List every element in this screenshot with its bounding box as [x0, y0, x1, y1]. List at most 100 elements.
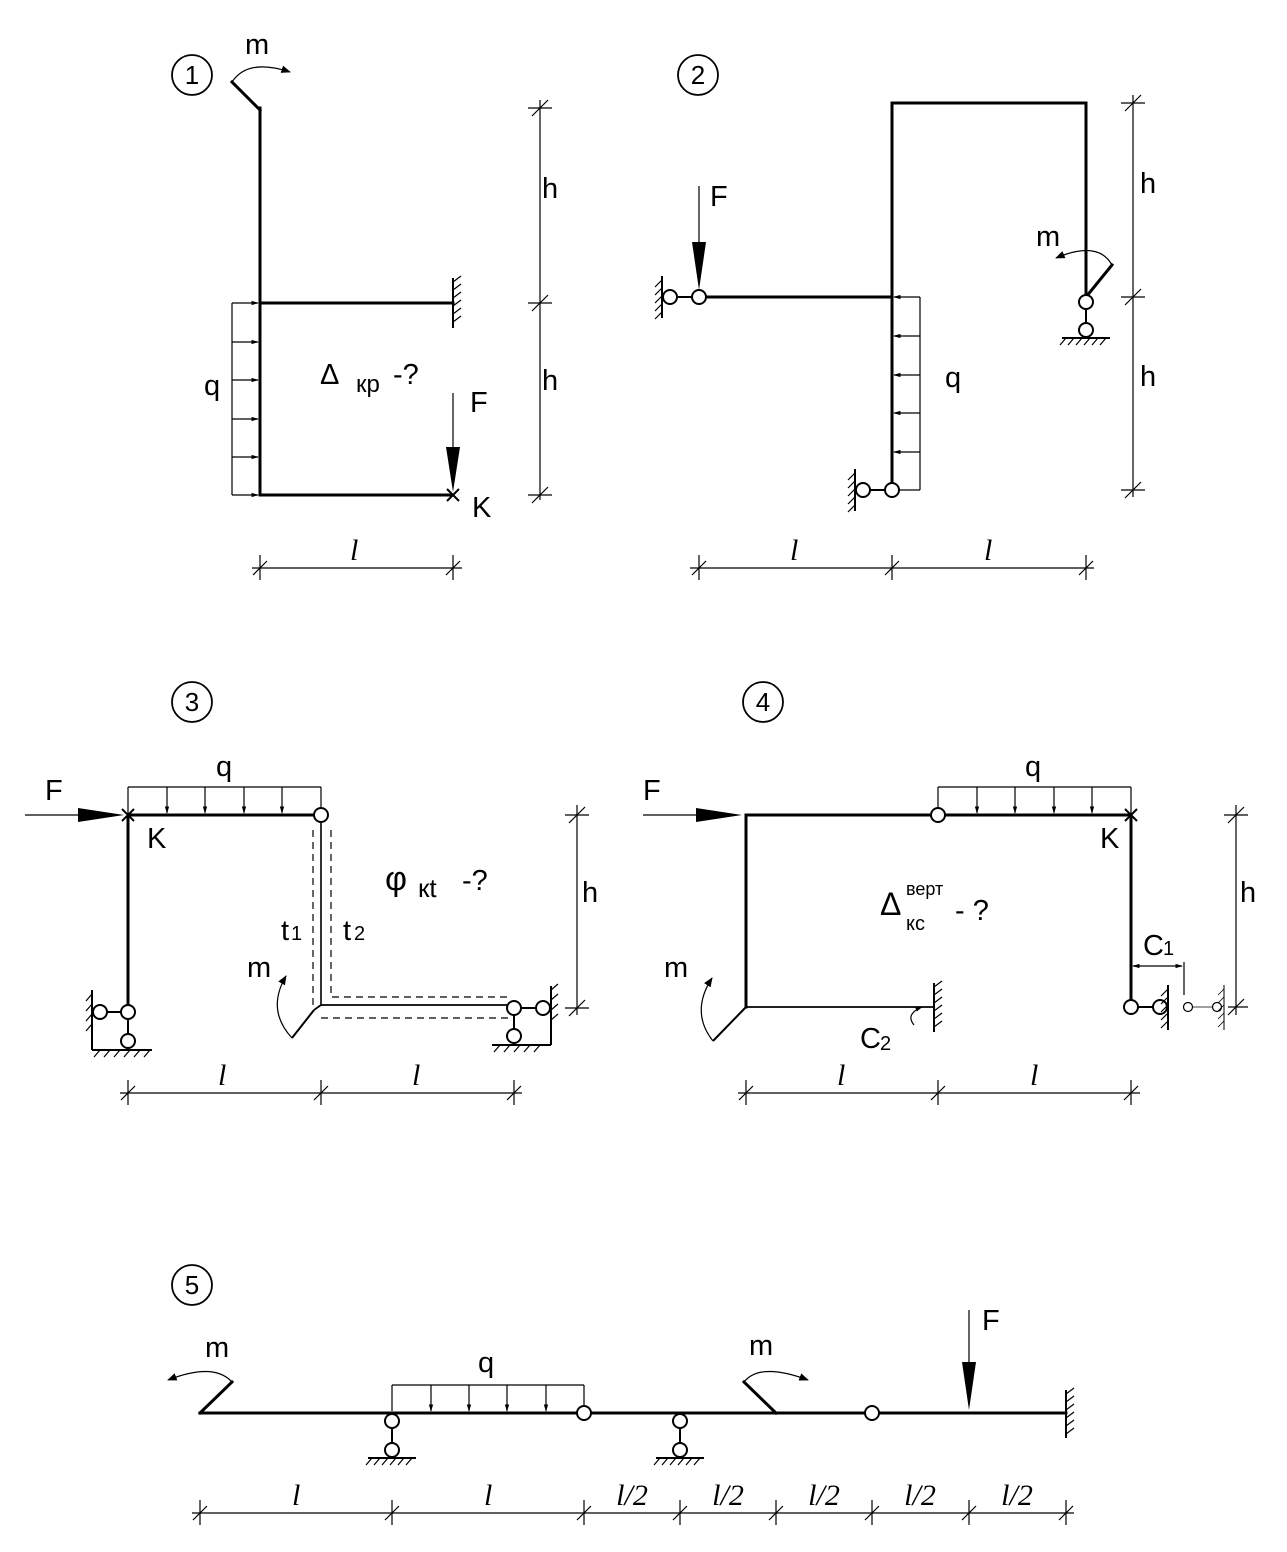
diagram-1-force-arrowhead: [446, 447, 460, 492]
diagram-4-right-support: [1123, 985, 1169, 1030]
diagram-5-span-label-4: l/2: [712, 1479, 744, 1512]
diagram-5-span-label-7: l/2: [1001, 1479, 1033, 1512]
diagram-1-point-k-cross: [446, 488, 460, 502]
diagram-5-force-arrowhead: [962, 1362, 976, 1410]
diagram-4-height-dimension: [1224, 805, 1248, 1016]
diagram-1-number: 1: [185, 60, 199, 90]
diagram-3-distributed-load: [127, 786, 322, 815]
diagram-4-label-C2: C: [860, 1023, 881, 1055]
diagram-4-question-main: Δ: [880, 886, 901, 922]
diagram-3-moment-arrow: [276, 975, 293, 1039]
diagram-4-point-k-cross: [1124, 808, 1138, 822]
diagram-4-label-F: F: [643, 775, 661, 807]
diagram-4: 4 C 2 q F: [643, 681, 1256, 1105]
diagram-5: 5 m q: [167, 1264, 1075, 1525]
diagram-3: 3 q F K φ кt -? t 1: [25, 681, 598, 1105]
diagram-3-label-h: h: [582, 877, 598, 909]
diagram-4-label-m: m: [664, 952, 688, 984]
diagram-4-settlement-arrow-c2: [910, 1006, 923, 1026]
diagram-5-label-m-right: m: [749, 1330, 773, 1362]
diagram-1-label-K: K: [472, 492, 492, 524]
diagram-5-hinge-2: [864, 1405, 880, 1421]
diagram-4-number: 4: [756, 687, 770, 717]
diagram-1-question-main: Δ: [320, 359, 339, 391]
diagram-4-question-sup: верт: [906, 879, 943, 899]
diagram-3-label-t1: t: [281, 915, 289, 947]
diagram-3-label-F: F: [45, 775, 63, 807]
diagram-5-moment-right-arm: [741, 1379, 779, 1416]
diagram-2-label-h-top: h: [1140, 168, 1156, 200]
diagram-3-question-suffix: -?: [462, 865, 488, 897]
diagram-2-label-m: m: [1036, 221, 1060, 253]
diagram-2-label-F: F: [710, 181, 728, 213]
diagram-2-left-wall: [654, 276, 663, 320]
diagram-3-label-q: q: [216, 751, 232, 783]
diagram-2-moment-arrow: [1055, 249, 1113, 266]
diagram-4-question-sub: кс: [906, 913, 925, 935]
diagram-4-moment-arrow: [700, 977, 714, 1042]
diagram-2-right-ground: [1059, 337, 1110, 346]
diagram-5-support-1: [365, 1413, 416, 1466]
diagram-3-question-sub: кt: [418, 873, 437, 903]
diagram-3-label-t1-sub: 1: [291, 923, 302, 945]
diagram-2-left-support-hinge: [662, 289, 678, 305]
diagram-5-support-2: [653, 1413, 704, 1466]
diagram-4-label-C1-sub: 1: [1163, 938, 1174, 960]
diagram-5-span-label-2: l: [484, 1479, 492, 1512]
diagram-4-distributed-load: [937, 786, 1132, 815]
diagram-4-force-arrowhead: [696, 808, 742, 822]
diagram-2-moment-arm: [1083, 262, 1115, 300]
diagram-5-hinge-1: [576, 1405, 592, 1421]
diagram-2-force-arrowhead: [692, 242, 706, 290]
diagram-2-label-h-bottom: h: [1140, 361, 1156, 393]
diagram-5-label-F: F: [982, 1305, 1000, 1337]
diagram-4-label-l-right: l: [1030, 1059, 1038, 1092]
diagram-4-top-hinge: [930, 807, 946, 823]
diagram-4-moment-arm: [712, 1006, 747, 1042]
diagram-1-number-circle: [171, 54, 213, 96]
diagram-5-label-m-left: m: [205, 1332, 229, 1364]
diagram-4-displaced-support: [1182, 985, 1225, 1030]
diagram-5-span-label-3: l/2: [616, 1479, 648, 1512]
diagram-1-label-q: q: [204, 370, 220, 402]
diagram-3-bottom-beam: [313, 1004, 512, 1011]
diagram-2-number-circle: [677, 54, 719, 96]
diagram-4-span-dimension: [738, 1080, 1140, 1105]
diagram-2-frame: [890, 101, 1088, 492]
diagram-1-distributed-load: [231, 300, 259, 498]
diagram-3-top-hinge: [313, 807, 329, 823]
diagram-1-label-l: l: [350, 534, 358, 567]
diagram-5-span-label-5: l/2: [808, 1479, 840, 1512]
diagram-4-fixed-support: [933, 980, 943, 1032]
diagram-2-number: 2: [691, 60, 705, 90]
diagram-4-frame: [744, 813, 1133, 1009]
diagram-5-span-label-1: l: [292, 1479, 300, 1512]
diagram-3-number-circle: [171, 681, 213, 723]
diagram-5-label-q: q: [478, 1347, 494, 1379]
diagram-5-moment-right-arrow: [743, 1370, 809, 1383]
diagram-3-temp-line-t2: [330, 830, 512, 998]
diagram-3-question-main: φ: [385, 860, 407, 898]
diagram-2-distributed-load: [893, 294, 921, 491]
diagram-2-label-l-right: l: [984, 534, 992, 567]
diagram-4-label-h: h: [1240, 877, 1256, 909]
diagram-4-label-C1: C: [1143, 930, 1164, 962]
diagram-2-span-dimension: [690, 555, 1094, 580]
diagram-2-label-q: q: [945, 362, 961, 394]
diagram-4-label-q: q: [1025, 751, 1041, 783]
diagram-2-height-dimension: [1121, 94, 1145, 499]
diagram-3-label-K: K: [147, 823, 167, 855]
diagram-1-label-h-top: h: [542, 173, 558, 205]
diagram-1-label-m: m: [245, 29, 269, 61]
diagram-3-label-t2: t: [343, 915, 351, 947]
diagram-3-label-l-right: l: [412, 1059, 420, 1092]
diagram-4-label-C2-sub: 2: [880, 1033, 891, 1055]
diagram-5-moment-left-arm: [197, 1379, 235, 1416]
diagram-3-label-t2-sub: 2: [354, 923, 365, 945]
diagram-1-frame: [258, 106, 455, 497]
diagram-5-number-circle: [171, 1264, 213, 1306]
diagram-3-left-support: [85, 990, 152, 1058]
diagram-2-bottom-wall: [847, 469, 856, 513]
diagram-5-number: 5: [185, 1270, 199, 1300]
